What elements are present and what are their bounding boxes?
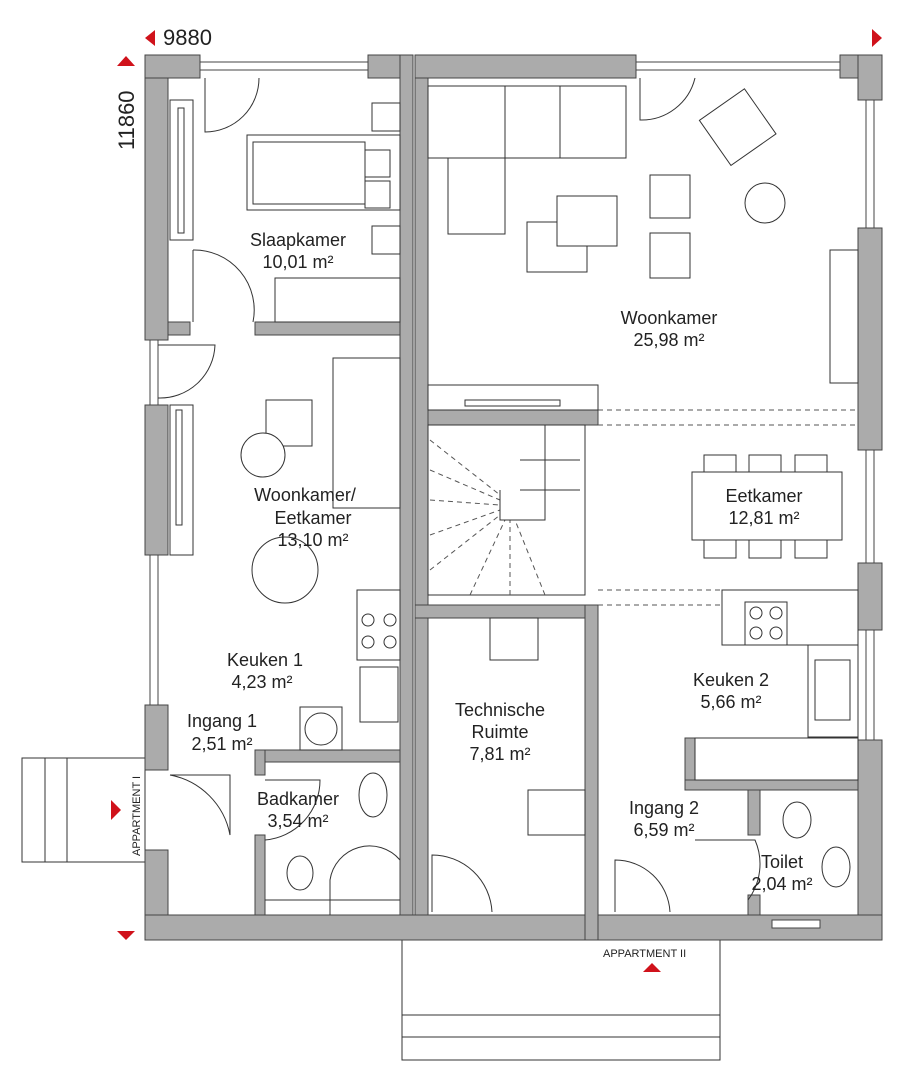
room-area-keuken-1: 4,23 m² (231, 672, 292, 692)
entrance-arrow-icon (111, 800, 121, 820)
arrow-up-icon (117, 56, 135, 66)
room-area-eetkamer: 12,81 m² (728, 508, 799, 528)
dimension-markers: 9880 11860 (114, 25, 882, 940)
room-name-ingang-1: Ingang 1 (187, 711, 257, 731)
room-name-badkamer: Badkamer (257, 789, 339, 809)
room-area-toilet: 2,04 m² (751, 874, 812, 894)
room-area-woonkamer-eetkamer: 13,10 m² (277, 530, 348, 550)
entrance-steps-1 (21, 757, 146, 863)
entrance-arrow-icon (643, 963, 661, 972)
arrow-right-icon (872, 29, 882, 47)
height-dimension: 11860 (114, 90, 139, 150)
room-name-technische-1: Technische (455, 700, 545, 720)
room-area-badkamer: 3,54 m² (267, 811, 328, 831)
apartment-2-label: APPARTMENT II (603, 948, 686, 960)
room-name-woonkamer-eetkamer-1: Woonkamer/ (254, 485, 356, 505)
room-area-slaapkamer: 10,01 m² (262, 252, 333, 272)
arrow-left-icon (145, 30, 155, 46)
room-name-slaapkamer: Slaapkamer (250, 230, 346, 250)
width-dimension: 9880 (163, 25, 212, 50)
room-name-woonkamer: Woonkamer (621, 308, 718, 328)
entrance-steps-2 (401, 939, 721, 1061)
room-name-ingang-2: Ingang 2 (629, 798, 699, 818)
room-area-ingang-2: 6,59 m² (633, 820, 694, 840)
apartment-1-label: APPARTMENT I (131, 776, 143, 856)
room-name-woonkamer-eetkamer-2: Eetkamer (274, 508, 351, 528)
furniture (169, 85, 859, 915)
staircase (427, 409, 858, 606)
entrance-markers: APPARTMENT I APPARTMENT II (111, 776, 686, 972)
doors (157, 77, 761, 913)
walls (144, 54, 883, 941)
room-area-keuken-2: 5,66 m² (700, 692, 761, 712)
room-area-woonkamer: 25,98 m² (633, 330, 704, 350)
room-name-keuken-1: Keuken 1 (227, 650, 303, 670)
room-name-technische-2: Ruimte (471, 722, 528, 742)
room-area-technische: 7,81 m² (469, 744, 530, 764)
room-name-toilet: Toilet (761, 852, 803, 872)
room-name-keuken-2: Keuken 2 (693, 670, 769, 690)
arrow-down-icon (117, 931, 135, 940)
windows (149, 61, 875, 929)
room-name-eetkamer: Eetkamer (725, 486, 802, 506)
room-area-ingang-1: 2,51 m² (191, 734, 252, 754)
room-labels: Slaapkamer 10,01 m² Woonkamer/ Eetkamer … (187, 230, 813, 894)
